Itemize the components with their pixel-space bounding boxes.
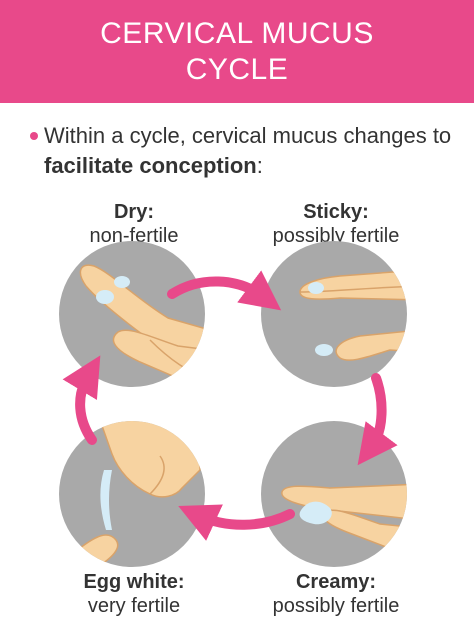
- arrow-left-icon: [178, 504, 295, 541]
- creamy-illustration: [261, 421, 407, 567]
- stage-title-sticky: Sticky:: [303, 201, 369, 223]
- header-banner: CERVICAL MUCUS CYCLE: [0, 0, 474, 103]
- stage-title-egg-white: Egg white:: [83, 571, 185, 593]
- stage-label-dry: Dry: non-fertile: [34, 200, 234, 248]
- mucus-drop: [96, 290, 114, 304]
- stage-subtitle-sticky: possibly fertile: [272, 225, 400, 247]
- header-title-line2: CYCLE: [185, 52, 289, 86]
- stage-subtitle-egg-white: very fertile: [87, 595, 181, 617]
- bullet-icon: [30, 132, 38, 140]
- stage-title-dry: Dry:: [113, 201, 154, 223]
- egg-white-illustration: [59, 421, 205, 567]
- header-title-line1: CERVICAL MUCUS: [100, 16, 374, 50]
- intro-text-before: Within a cycle, cervical mucus changes t…: [44, 123, 452, 148]
- stage-title-creamy: Creamy:: [295, 571, 377, 593]
- mucus-drop: [114, 276, 130, 288]
- arrow-down-icon: [357, 373, 398, 466]
- stage-subtitle-creamy: possibly fertile: [272, 595, 400, 617]
- dry-illustration: [59, 241, 205, 387]
- arrow-up-icon: [62, 355, 101, 445]
- sticky-illustration: [261, 241, 407, 387]
- intro-text: Within a cycle, cervical mucus changes t…: [30, 121, 464, 181]
- intro-text-after: :: [256, 153, 263, 178]
- stage-label-egg-white: Egg white: very fertile: [34, 570, 234, 618]
- stage-subtitle-dry: non-fertile: [89, 225, 179, 247]
- intro-text-bold: facilitate conception: [44, 153, 257, 178]
- mucus-strand: [100, 470, 112, 530]
- stage-label-sticky: Sticky: possibly fertile: [236, 200, 436, 248]
- mucus-drop: [308, 282, 324, 294]
- mucus-drop: [299, 501, 332, 525]
- arrow-right-icon: [167, 270, 282, 311]
- mucus-drop: [315, 344, 333, 356]
- stage-label-creamy: Creamy: possibly fertile: [236, 570, 436, 618]
